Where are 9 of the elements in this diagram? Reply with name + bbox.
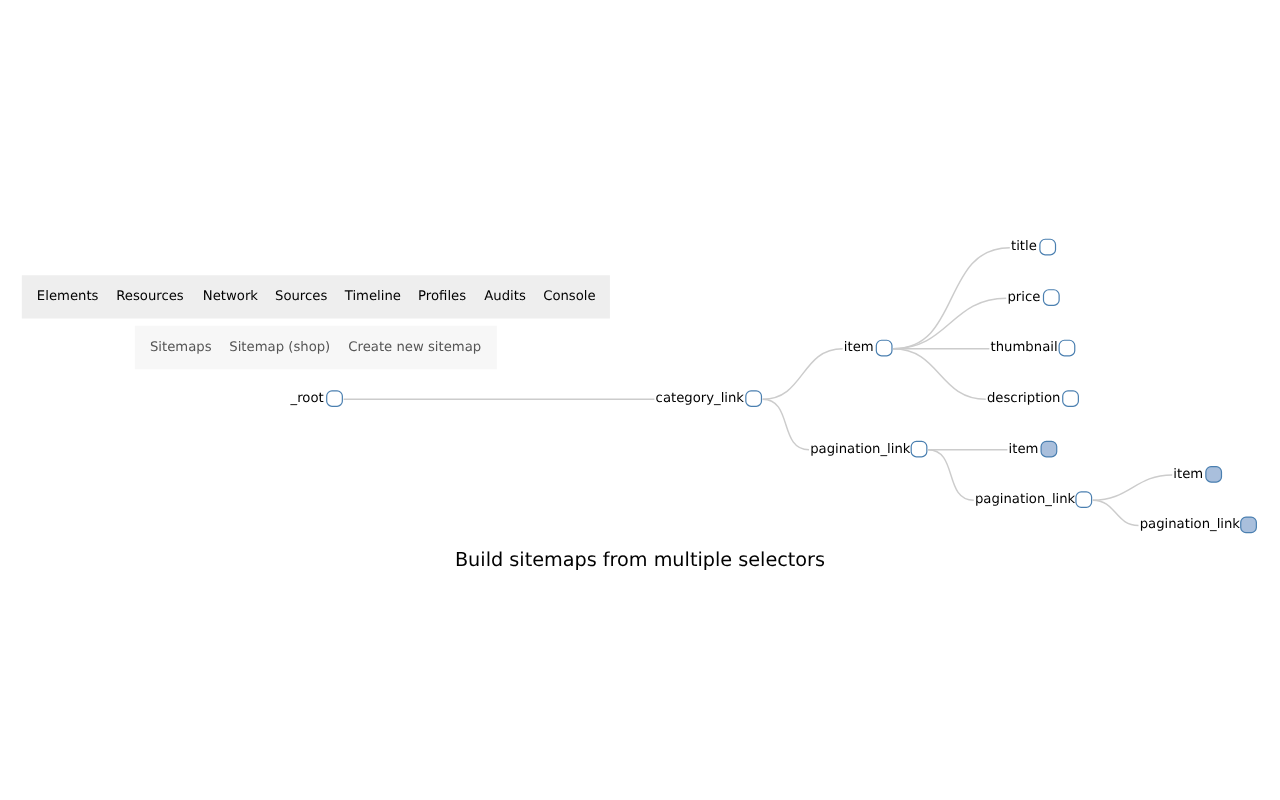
connector <box>927 448 1009 450</box>
connector <box>892 346 987 399</box>
connector <box>761 346 844 399</box>
connector <box>1092 498 1140 526</box>
connector <box>342 397 656 399</box>
connector <box>1092 473 1173 500</box>
connector <box>927 448 975 500</box>
connector <box>761 397 810 450</box>
caption: Build sitemaps from multiple selectors <box>454 549 826 572</box>
